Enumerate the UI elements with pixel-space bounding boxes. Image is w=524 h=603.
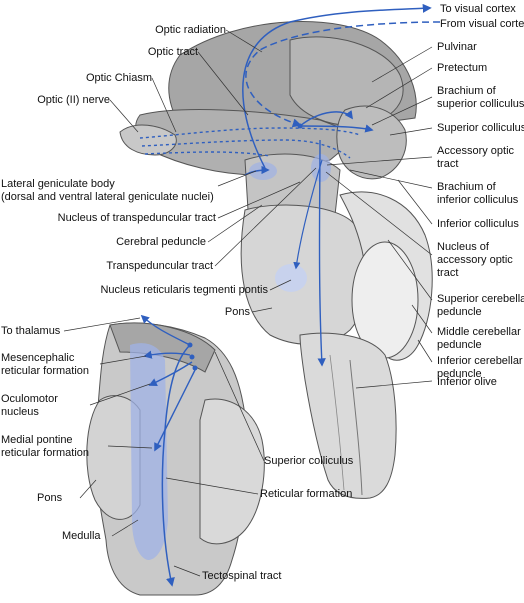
label-mesencephalic-1: Mesencephalic <box>1 352 75 364</box>
optic-tract-fibers-3 <box>144 151 271 157</box>
label-pulvinar: Pulvinar <box>437 41 477 53</box>
optic-nerve-shape <box>119 124 177 156</box>
pathway-to-pretectum <box>299 110 353 127</box>
label-optic-nerve: Optic (II) nerve <box>37 94 110 106</box>
label-medulla: Medulla <box>62 530 101 542</box>
sagittal-pons <box>86 395 141 520</box>
label-reticular-formation: Reticular formation <box>260 488 353 500</box>
label-middle-cerebellar-1: Middle cerebellar <box>437 326 521 338</box>
tectospinal-pathway <box>161 344 191 587</box>
label-middle-cerebellar-2: peduncle <box>437 339 482 351</box>
accessory-nucleus-highlight <box>311 154 331 182</box>
reticular-column <box>130 343 168 560</box>
label-optic-tract: Optic tract <box>147 46 198 58</box>
label-inferior-colliculus: Inferior colliculus <box>437 218 519 230</box>
label-optic-radiation: Optic radiation <box>155 24 226 36</box>
optic-tract-fibers <box>139 127 361 139</box>
to-mesencephalic-pathway <box>143 350 191 359</box>
label-tectospinal-tract: Tectospinal tract <box>202 570 282 582</box>
label-pretectum: Pretectum <box>437 62 488 74</box>
label-inferior-olive: Inferior olive <box>437 376 497 388</box>
label-accessory-optic-tract-2: tract <box>437 158 459 170</box>
label-pons-top: Pons <box>224 306 250 318</box>
label-cerebral-peduncle: Cerebral peduncle <box>116 236 206 248</box>
pathway-descending <box>317 139 326 367</box>
to-thalamus-pathway <box>140 314 191 346</box>
label-brachium-superior-1: Brachium of <box>437 85 496 97</box>
label-transpeduncular-tract: Transpeduncular tract <box>106 260 213 272</box>
olive-groove <box>329 354 345 491</box>
pathway-to-colliculus <box>299 124 374 133</box>
radiation-to-cortex <box>242 3 432 169</box>
leader-lines <box>63 29 433 577</box>
sagittal-cerebellum <box>199 398 265 545</box>
pathway-to-nrtp <box>293 159 323 270</box>
radiation-from-cortex <box>245 21 441 128</box>
label-nucleus-accessory-2: accessory optic <box>437 254 513 266</box>
label-mesencephalic-2: reticular formation <box>1 365 90 377</box>
label-to-visual-cortex: To visual cortex <box>440 3 516 15</box>
label-nucleus-accessory-3: tract <box>437 267 459 279</box>
optic-tract-fibers-2 <box>141 139 351 159</box>
label-superior-colliculus-2: Superior colliculus <box>264 455 354 467</box>
label-optic-chiasm: Optic Chiasm <box>85 72 152 84</box>
nrtp-highlight <box>275 264 307 292</box>
label-lgb-2: (dorsal and ventral lateral geniculate n… <box>1 191 214 203</box>
label-inferior-cerebellar-1: Inferior cerebellar <box>437 355 523 367</box>
label-superior-cerebellar-2: peduncle <box>437 306 482 318</box>
medulla-upper <box>299 332 397 499</box>
label-nucleus-accessory-1: Nucleus of <box>437 241 489 253</box>
label-brachium-inferior-1: Brachium of <box>437 181 496 193</box>
to-oculomotor-pathway <box>148 361 193 386</box>
label-superior-cerebellar-1: Superior cerebellar <box>437 293 524 305</box>
pyramid-groove <box>349 359 363 496</box>
label-brachium-superior-2: superior colliculus <box>437 98 524 110</box>
label-lgb-1: Lateral geniculate body <box>1 178 115 190</box>
label-to-thalamus: To thalamus <box>1 325 61 337</box>
label-superior-colliculus: Superior colliculus <box>437 122 524 134</box>
to-pontine-pathway <box>154 369 196 452</box>
label-brachium-inferior-2: inferior colliculus <box>437 194 519 206</box>
label-nucleus-transpeduncular: Nucleus of transpeduncular tract <box>57 212 216 224</box>
label-inferior-cerebellar-2: peduncle <box>437 368 482 380</box>
label-oculomotor-1: Oculomotor <box>1 393 58 405</box>
label-nrtp: Nucleus reticularis tegmenti pontis <box>100 284 268 296</box>
label-medial-pontine-2: reticular formation <box>1 447 90 459</box>
label-pons-bottom: Pons <box>37 492 63 504</box>
label-oculomotor-2: nucleus <box>1 406 39 418</box>
label-accessory-optic-tract-1: Accessory optic <box>437 145 515 157</box>
label-from-visual-cortex: From visual cortex <box>440 18 524 30</box>
label-medial-pontine-1: Medial pontine <box>1 434 73 446</box>
